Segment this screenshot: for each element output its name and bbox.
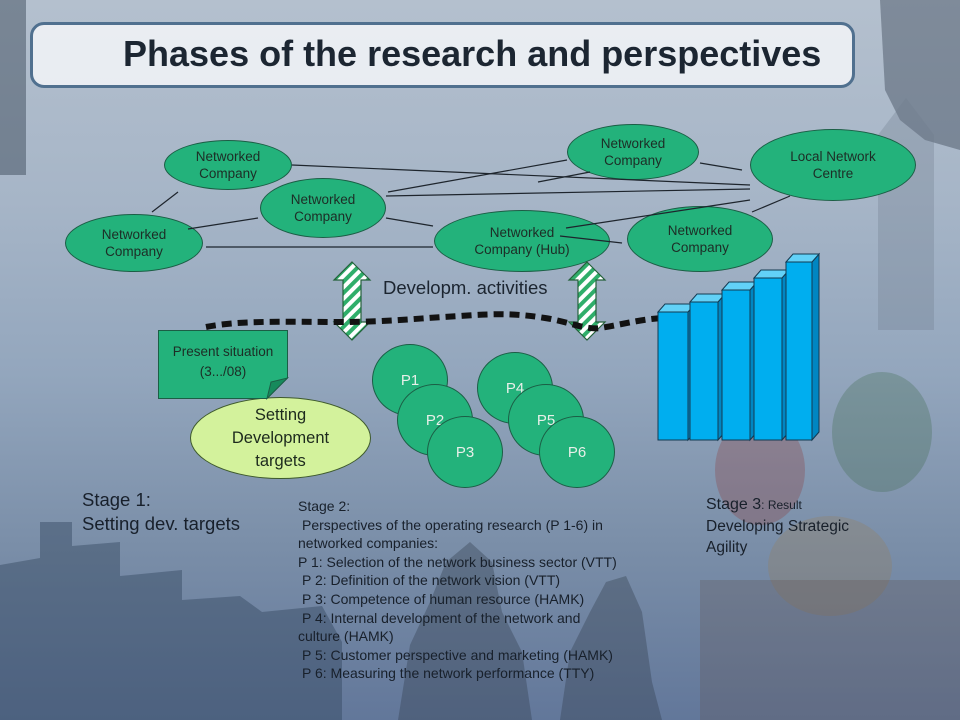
networked-company-node-right: Networked Company [627, 206, 773, 272]
node-label: Networked Company [290, 192, 356, 224]
perspective-item-p1: P 1: Selection of the network business s… [298, 553, 617, 570]
perspective-label: P1 [400, 371, 420, 389]
stage-1-block: Stage 1: Setting dev. targets [82, 488, 240, 536]
development-activities-label: Developm. activities [383, 277, 548, 298]
hub-company-node: Networked Company (Hub) [434, 210, 610, 272]
building-silhouette-top-right [880, 0, 960, 150]
node-label: Local Network Centre [790, 149, 876, 181]
perspective-label: P6 [567, 443, 587, 461]
node-label: Networked Company [667, 223, 733, 255]
perspective-label: P3 [455, 443, 475, 461]
cathedral-base-silhouette [700, 580, 960, 720]
node-label: Networked Company [195, 149, 261, 181]
callout-folded-corner [266, 377, 290, 401]
present-situation-label: Present situation (3.../08) [172, 344, 274, 379]
perspective-item-p4: P 4: Internal development of the network… [298, 609, 581, 645]
stage-1-text: Setting dev. targets [82, 513, 241, 534]
dome-silhouette-green [832, 372, 932, 492]
tower-silhouette-left [0, 0, 26, 175]
statue-silhouette-right [560, 576, 662, 720]
perspective-item-p6: P 6: Measuring the network performance (… [302, 665, 595, 682]
networked-company-node-top-right: Networked Company [567, 124, 699, 180]
tower-silhouette-right [878, 98, 934, 330]
perspective-item-p5: P 5: Customer perspective and marketing … [302, 646, 613, 663]
perspective-item-p3: P 3: Competence of human resource (HAMK) [302, 590, 585, 607]
stage-3-heading: Stage 3 [706, 496, 762, 513]
stage-2-intro: Perspectives of the operating research (… [298, 516, 603, 552]
local-network-centre-node: Local Network Centre [750, 129, 916, 201]
stage-3-suffix: : Result [761, 498, 802, 512]
stage-2-heading: Stage 2: [298, 498, 351, 514]
statue-silhouette-left [398, 542, 532, 720]
dome-silhouette-gold [768, 516, 892, 616]
page-title: Phases of the research and perspectives [123, 33, 822, 74]
present-situation-callout [158, 330, 290, 401]
stage-1-heading: Stage 1: [82, 489, 151, 510]
dome-silhouette-red [715, 415, 805, 525]
stage-3-heading-line: Stage 3: Result [706, 494, 881, 516]
networked-company-node-top-left: Networked Company [164, 140, 292, 190]
networked-company-node-middle: Networked Company [260, 178, 386, 238]
stage-2-block: Stage 2: Perspectives of the operating r… [298, 497, 688, 683]
perspective-circle-p3: P3 [427, 416, 503, 488]
networked-company-node-left: Networked Company [65, 214, 203, 272]
node-label: Networked Company (Hub) [474, 225, 570, 257]
setting-targets-label: Setting Development targets [231, 405, 330, 470]
node-label: Networked Company [600, 136, 666, 168]
stage-3-block: Stage 3: Result Developing Strategic Agi… [706, 494, 881, 558]
perspective-item-p2: P 2: Definition of the network vision (V… [302, 572, 561, 589]
stage-3-text: Developing Strategic Agility [706, 518, 850, 556]
present-situation-text-wrap: Present situation (3.../08) [158, 330, 288, 394]
perspective-circle-p6: P6 [539, 416, 615, 488]
setting-targets-ellipse: Setting Development targets [190, 397, 371, 479]
city-silhouette [0, 522, 342, 720]
title-box [30, 22, 855, 88]
node-label: Networked Company [101, 227, 167, 259]
